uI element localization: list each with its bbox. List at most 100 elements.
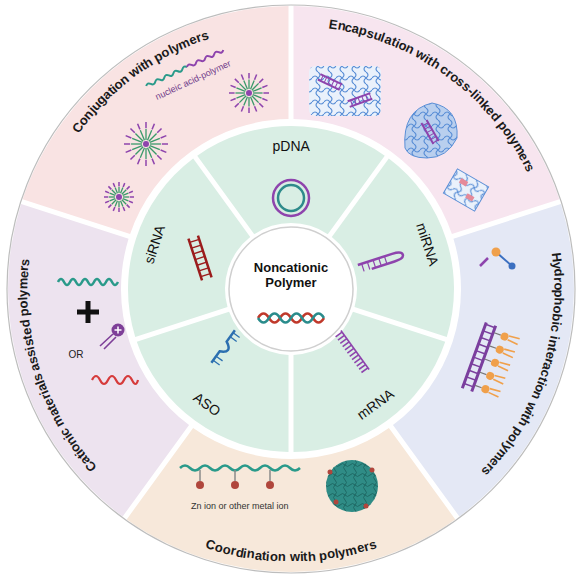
micelle: [122, 190, 126, 194]
polymer-helix: [258, 314, 324, 323]
micelle: [123, 196, 129, 197]
micelle: [235, 103, 239, 107]
lipid-conjugate: [462, 322, 495, 391]
micelle: [116, 194, 122, 200]
micelle: [105, 201, 109, 203]
coordination-strand: [266, 481, 274, 489]
micelle: [108, 186, 111, 189]
coordination-nanoparticle: [328, 470, 333, 475]
micelle: [145, 160, 147, 166]
micelle: [157, 128, 161, 132]
coordination-strand: [196, 481, 204, 489]
micelle: [112, 190, 116, 194]
micelle: [253, 88, 262, 92]
label-glyph: o: [16, 300, 31, 309]
micelle: [150, 143, 161, 144]
plasmid-icon: [278, 185, 304, 211]
micelle: [145, 129, 146, 140]
cationic-lipid: [112, 324, 125, 337]
coordination-nanoparticle: [370, 468, 375, 473]
nucleic-acid-strand: [58, 279, 118, 285]
mirna-icon: [358, 251, 404, 273]
aso-icon: [211, 330, 239, 366]
micelle: [241, 106, 243, 111]
cationic-lipid: [115, 327, 122, 334]
micelle: [253, 92, 263, 93]
micelle: [248, 79, 249, 89]
label-glyph: p: [551, 290, 566, 298]
micelle: [105, 191, 109, 193]
micelle: [161, 150, 167, 152]
gel-block: [443, 169, 488, 211]
micelle: [130, 155, 134, 159]
micelle: [132, 146, 142, 150]
micelle: [113, 183, 115, 187]
coordination-nanoparticle: [326, 460, 378, 512]
lipid-conjugate: [462, 322, 521, 400]
aso-icon: [213, 333, 239, 365]
micelle: [150, 138, 160, 142]
micelle: [122, 200, 126, 204]
sector-outline: [393, 204, 574, 517]
center-title: Noncationic Polymer: [243, 260, 339, 290]
micelle: [104, 182, 134, 212]
circle-outline: [229, 227, 353, 351]
micelle: [121, 188, 123, 194]
micelle: [127, 205, 130, 208]
micelle: [130, 128, 134, 132]
label-glyph: e: [16, 270, 31, 278]
lipid-conjugate: [483, 355, 510, 371]
micelle: [259, 79, 263, 83]
label-glyph: c: [548, 324, 564, 333]
micelle: [152, 124, 154, 130]
coordination-nanoparticle: [334, 500, 339, 505]
strategy-title: Encapsulation with cross-linked polymers: [318, 9, 545, 182]
micelle: [130, 196, 134, 198]
micelle: [236, 95, 245, 99]
plasmid-icon: [273, 180, 309, 216]
hydrophobic-molecule: [492, 248, 501, 257]
hydrogel-network: [309, 66, 381, 116]
plasmid-icon: [273, 180, 309, 216]
coordination-strand: [231, 481, 239, 489]
label-glyph: o: [551, 282, 566, 290]
micelle: [152, 159, 154, 165]
plus-symbol: [77, 301, 99, 323]
micelle: [262, 99, 267, 101]
coordination-nanoparticle: [364, 504, 369, 509]
micelle: [148, 148, 152, 158]
micelle: [123, 183, 125, 187]
micelle: [246, 90, 252, 96]
micelle: [104, 73, 269, 212]
micelle: [263, 92, 269, 94]
strategy-title: Coordination with polymers: [196, 529, 387, 572]
micelle: [131, 143, 142, 144]
micelle: [248, 73, 250, 79]
label-glyph: m: [15, 278, 30, 290]
micelle: [244, 80, 248, 89]
label-glyph: h: [307, 548, 316, 564]
gel-particle: [405, 103, 457, 158]
micelle: [118, 182, 120, 186]
micelle: [115, 188, 117, 194]
hydrogel-network: [309, 66, 381, 116]
micelle: [123, 199, 129, 201]
micelle: [231, 99, 236, 101]
micelle: [255, 106, 257, 111]
label-glyph: w: [289, 549, 299, 564]
micelle: [231, 85, 236, 87]
micelle: [112, 200, 116, 204]
micelle: [118, 208, 120, 212]
sector-outline: [8, 204, 189, 517]
sirna-icon: [188, 236, 211, 281]
gel-particle: [405, 103, 457, 158]
outer-rim: [7, 5, 575, 573]
hydrophobic-molecule: [480, 248, 516, 270]
label-glyph: y: [15, 289, 30, 296]
micelle: [235, 92, 245, 93]
micelle: [118, 187, 119, 193]
micelle: [129, 201, 133, 203]
micelle: [124, 122, 168, 166]
micelle: [110, 199, 116, 201]
